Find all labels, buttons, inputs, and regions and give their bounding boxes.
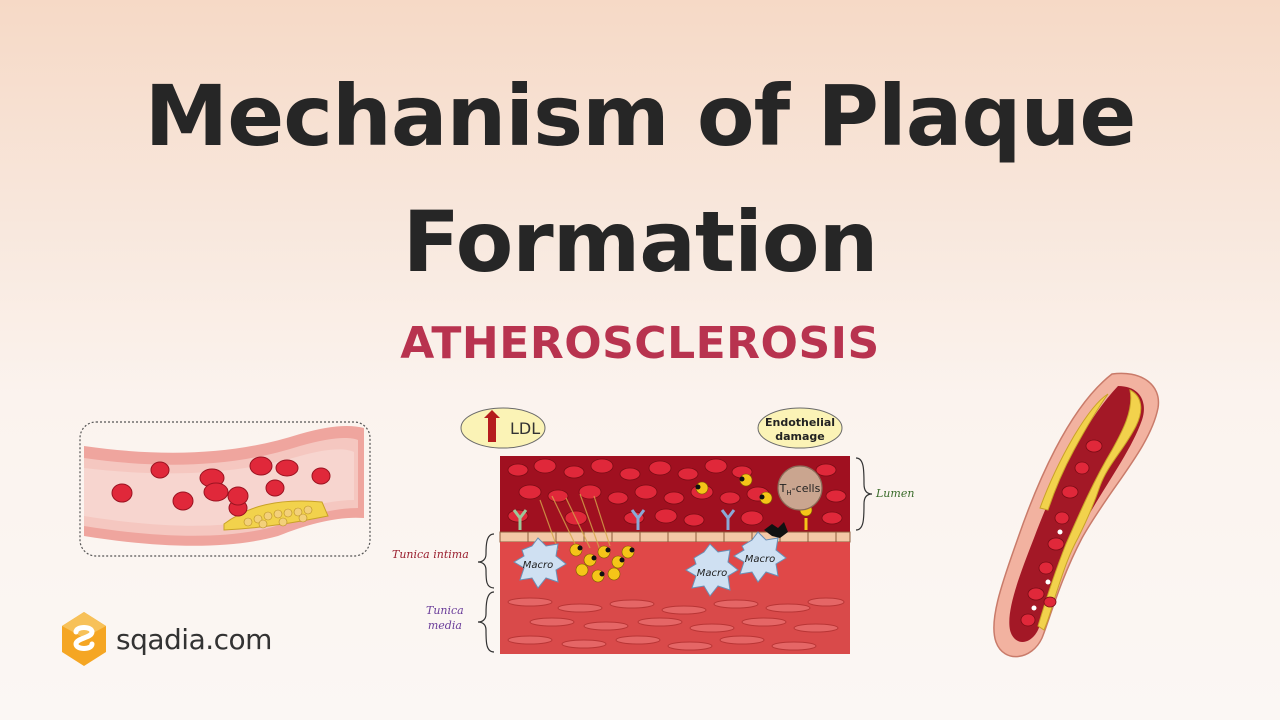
endothelial-damage-badge (757, 407, 843, 449)
macro-label-1: Macro (523, 560, 553, 571)
macro-label-2: Macro (697, 568, 727, 579)
sqadia-logo[interactable]: sqadia.com (58, 608, 288, 672)
th-cell (777, 465, 823, 511)
macrophage-2: Macro (685, 543, 739, 597)
tunica-media-label: Tunica media (426, 603, 464, 633)
macro-label-3: Macro (745, 554, 775, 565)
plaque-artery-illustration (993, 372, 1160, 658)
ldl-badge (460, 407, 546, 449)
tunica-media-label-line-2: media (427, 619, 462, 632)
endothelial-damage-mark (764, 522, 788, 538)
endothelial-label-line-2: damage (775, 430, 825, 443)
page-title-line-2: Formation (402, 193, 879, 291)
page-title-line-1: Mechanism of Plaque (144, 67, 1137, 165)
th-cells-label: TH-cells (779, 482, 821, 497)
sqadia-logo-icon (62, 612, 106, 666)
macrophage-1: Macro (513, 537, 567, 589)
macrophage-3: Macro (733, 531, 787, 583)
tunica-intima-label: Tunica intima (392, 548, 469, 561)
plaque-mechanism-diagram: LDL Endothelial damage TH-cells (460, 407, 914, 654)
sqadia-logo-text: sqadia.com (116, 623, 272, 656)
up-arrow-icon (484, 410, 500, 442)
tunica-media-label-line-1: Tunica (426, 604, 464, 617)
ldl-label: LDL (510, 419, 540, 438)
page-subtitle: ATHEROSCLEROSIS (400, 318, 880, 369)
lumen-label: Lumen (875, 487, 914, 500)
endothelial-label-line-1: Endothelial (765, 416, 835, 429)
artery-cross-section-illustration (79, 421, 371, 557)
